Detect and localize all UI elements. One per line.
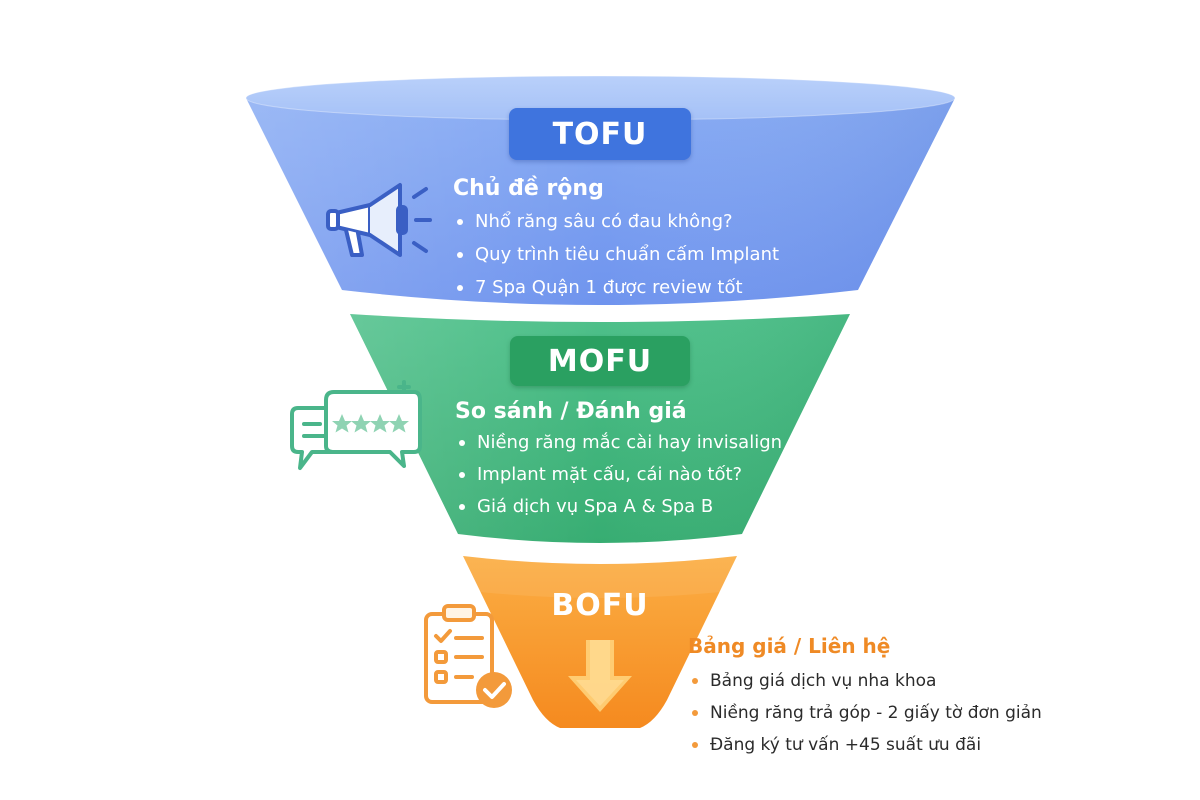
mofu-item: Implant mặt cấu, cái nào tốt? [455,459,782,491]
tofu-item: Nhổ răng sâu có đau không? [453,205,779,238]
tofu-badge: TOFU [509,108,691,160]
down-arrow-icon [568,640,632,712]
bofu-heading: Bảng giá / Liên hệ [688,634,891,658]
mofu-heading: So sánh / Đánh giá [455,399,687,424]
review-chat-icon [290,380,422,470]
mofu-item: Niềng răng mắc cài hay invisalign [455,427,782,459]
mofu-list: Niềng răng mắc cài hay invisalign Implan… [455,427,782,523]
megaphone-icon [326,183,432,257]
tofu-list: Nhổ răng sâu có đau không? Quy trình tiê… [453,205,779,304]
bofu-item: Bảng giá dịch vụ nha khoa [688,665,1042,697]
mofu-segment [350,314,850,543]
tofu-segment [245,75,956,305]
bofu-item: Đăng ký tư vấn +45 suất ưu đãi [688,729,1042,761]
tofu-heading: Chủ đề rộng [453,176,604,201]
bofu-item: Niềng răng trả góp - 2 giấy tờ đơn giản [688,697,1042,729]
bofu-content: Bảng giá / Liên hệ Bảng giá dịch vụ nha … [688,634,1042,761]
bofu-badge: BOFU [551,587,649,623]
mofu-badge: MOFU [510,336,690,386]
tofu-content: Chủ đề rộng Nhổ răng sâu có đau không? Q… [453,176,779,304]
tofu-item: Quy trình tiêu chuẩn cấm Implant [453,238,779,271]
bofu-list: Bảng giá dịch vụ nha khoa Niềng răng trả… [688,665,1042,761]
mofu-item: Giá dịch vụ Spa A & Spa B [455,491,782,523]
tofu-item: 7 Spa Quận 1 được review tốt [453,271,779,304]
checklist-icon [424,604,512,708]
mofu-content: So sánh / Đánh giá Niềng răng mắc cài ha… [455,399,782,523]
